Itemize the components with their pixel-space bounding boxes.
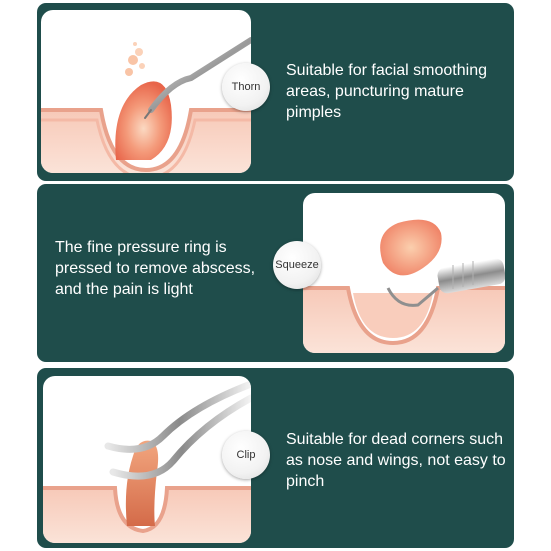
feature-panel-clip: Clip Suitable for dead corners such as n… — [37, 368, 514, 548]
squeeze-tool-icon — [303, 219, 505, 353]
squeeze-description: The fine pressure ring is pressed to rem… — [55, 239, 256, 298]
feature-panel-squeeze: The fine pressure ring is pressed to rem… — [37, 184, 514, 362]
thorn-description: Suitable for facial smoothing areas, pun… — [286, 62, 487, 121]
clip-illustration — [43, 376, 251, 543]
squeeze-illustration — [303, 193, 505, 353]
thorn-illustration — [41, 10, 251, 173]
tool-badge-thorn: Thorn — [222, 63, 270, 111]
feature-panel-thorn: Thorn Suitable for facial smoothing area… — [37, 3, 514, 181]
tool-badge-squeeze: Squeeze — [273, 241, 321, 289]
tool-badge-clip: Clip — [222, 431, 270, 479]
thorn-tool-icon — [41, 37, 251, 173]
clip-tool-icon — [43, 380, 251, 543]
clip-description: Suitable for dead corners such as nose a… — [286, 431, 506, 490]
